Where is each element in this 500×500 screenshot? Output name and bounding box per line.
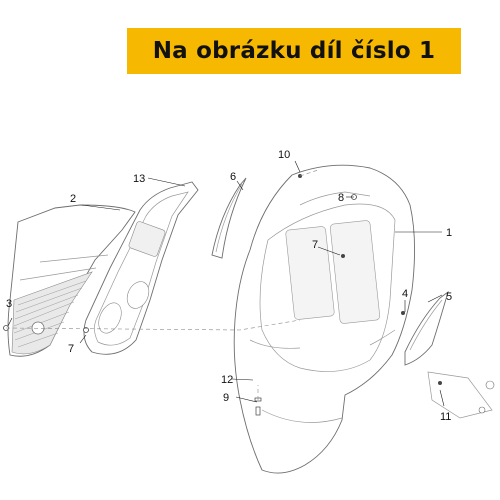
callout-9: 9 (223, 392, 229, 404)
callout-13: 13 (133, 173, 145, 185)
side-trim-part (404, 290, 449, 366)
callout-5: 5 (446, 291, 452, 303)
callout-10: 10 (278, 149, 290, 161)
callout-7a: 7 (68, 343, 74, 355)
banner-text: Na obrázku díl číslo 1 (152, 38, 436, 64)
callout-11: 11 (440, 411, 451, 423)
bracket-detail-part (427, 371, 495, 419)
callout-labels: 1 2 3 4 5 6 7 7 8 9 10 11 12 13 (6, 149, 452, 423)
callout-7b: 7 (312, 239, 318, 251)
inner-panel-part (83, 181, 199, 355)
callout-6: 6 (230, 171, 236, 183)
lower-grille-part (7, 204, 136, 357)
title-banner: Na obrázku díl číslo 1 (127, 28, 461, 74)
callout-1: 1 (446, 227, 452, 239)
callout-12: 12 (221, 374, 233, 386)
leader-lines (7, 160, 445, 407)
callout-4: 4 (402, 288, 408, 300)
callout-3: 3 (6, 298, 12, 310)
front-shield-part (233, 164, 416, 474)
side-strip-part (211, 177, 247, 259)
callout-8: 8 (338, 192, 344, 204)
callout-2: 2 (70, 193, 76, 205)
